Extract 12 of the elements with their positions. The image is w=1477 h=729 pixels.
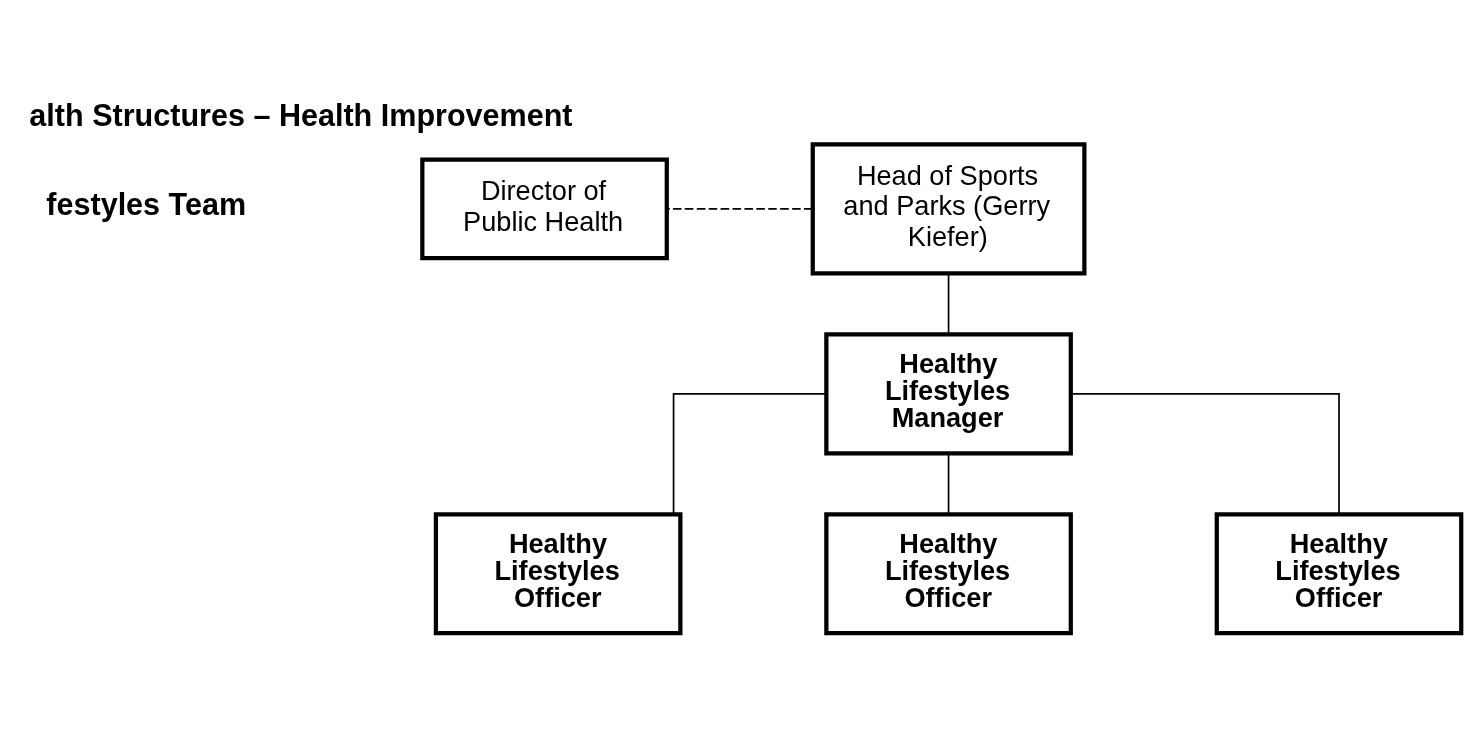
- node-box: Healthy Lifestyles Officer: [433, 511, 683, 635]
- diagram-title: alth Structures – Health Improvement: [29, 97, 573, 132]
- connector: [1070, 392, 1340, 515]
- node-box: Healthy Lifestyles Officer: [1214, 511, 1464, 635]
- node-box: Head of Sports and Parks (Gerry Kiefer): [810, 141, 1087, 275]
- connector: [672, 392, 827, 515]
- connector: [666, 207, 814, 210]
- node-box: Healthy Lifestyles Officer: [824, 511, 1073, 635]
- node-box: Healthy Lifestyles Manager: [824, 331, 1073, 455]
- connector: [947, 272, 950, 335]
- label: festyles Team: [46, 186, 247, 221]
- node-box: Director of Public Health: [420, 157, 669, 260]
